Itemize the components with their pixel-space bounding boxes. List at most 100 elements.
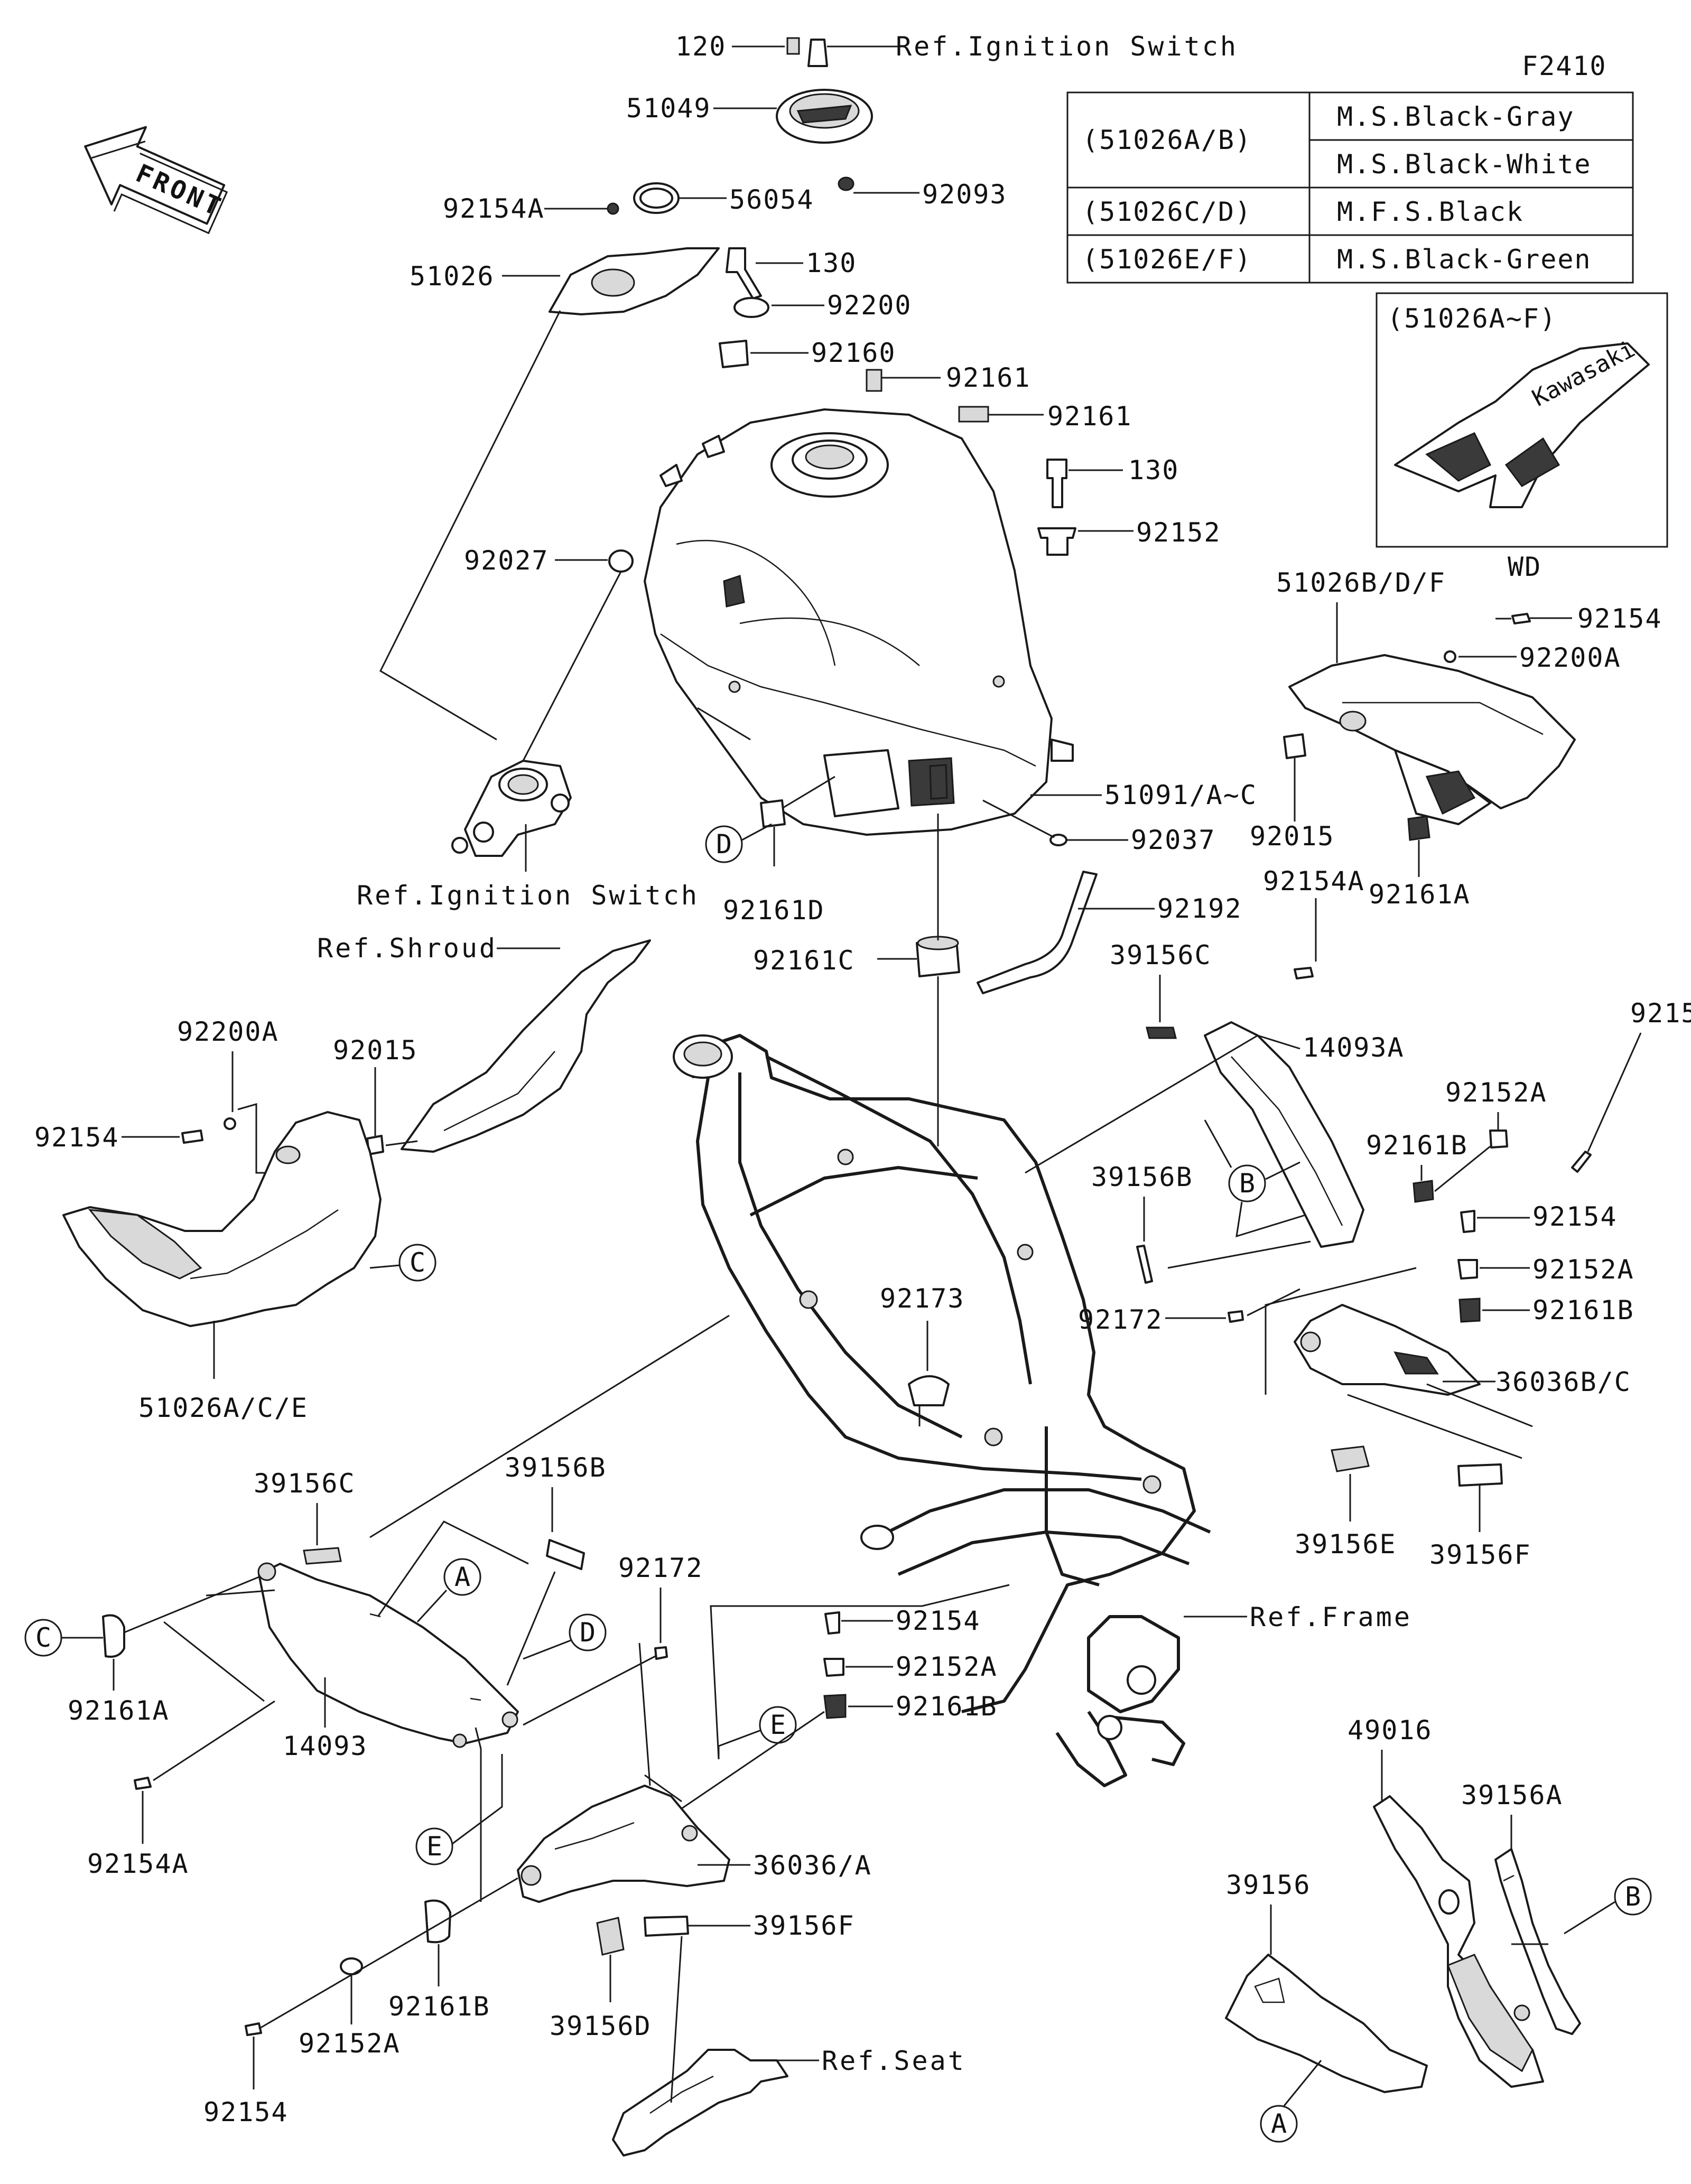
side-cover-14093 bbox=[258, 1563, 519, 1744]
inset-decal-box: (51026A~F) Kawasaki WD bbox=[1376, 292, 1668, 582]
pad-39156C bbox=[303, 1547, 342, 1565]
label-51091: 51091/A~C bbox=[1104, 780, 1257, 810]
label-92154: 92154 bbox=[203, 2097, 289, 2127]
collar-92015 bbox=[1283, 733, 1306, 759]
label-92154A: 92154A bbox=[443, 193, 545, 224]
callout-C-label: C bbox=[35, 1622, 52, 1653]
label-39156C: 39156C bbox=[1110, 940, 1212, 970]
label-39156F: 39156F bbox=[753, 1910, 855, 1941]
label-92015: 92015 bbox=[333, 1035, 418, 1066]
label-92152A: 92152A bbox=[896, 1651, 998, 1682]
inset-caption: WD bbox=[1508, 552, 1541, 582]
label-92161C: 92161C bbox=[753, 945, 855, 976]
damper-92161B bbox=[1413, 1180, 1434, 1203]
color-table: (51026A/B) M.S.Black-Gray M.S.Black-Whit… bbox=[1066, 91, 1634, 284]
label-92172: 92172 bbox=[618, 1553, 703, 1583]
label-92154: 92154 bbox=[896, 1606, 981, 1636]
damper-92161D bbox=[760, 799, 786, 828]
front-arrow: FRONT bbox=[84, 126, 228, 235]
damper-92161B bbox=[823, 1694, 847, 1719]
callout-E bbox=[415, 1827, 453, 1865]
label-92161B: 92161B bbox=[388, 1991, 490, 2022]
label-92161A: 92161A bbox=[68, 1695, 170, 1726]
pad-39156B bbox=[546, 1539, 585, 1570]
damper-92161A bbox=[102, 1614, 125, 1658]
color-table-color: M.S.Black-Green bbox=[1337, 244, 1592, 275]
callout-C bbox=[398, 1244, 436, 1282]
label-56054: 56054 bbox=[729, 184, 814, 215]
label-92093: 92093 bbox=[922, 179, 1007, 210]
pad-39156F bbox=[1457, 1463, 1503, 1487]
ref-ignition-switch: Ref.Ignition Switch bbox=[896, 31, 1238, 62]
decal-graphic bbox=[1425, 432, 1560, 487]
callout-E-label: E bbox=[426, 1831, 443, 1862]
label-39156B: 39156B bbox=[1091, 1162, 1193, 1192]
screw-92172 bbox=[654, 1646, 668, 1660]
screw-92154A bbox=[134, 1777, 152, 1790]
pad-39156E bbox=[1331, 1445, 1370, 1472]
label-92161B: 92161B bbox=[896, 1691, 998, 1722]
fuel-tank bbox=[644, 408, 1074, 836]
label-49016: 49016 bbox=[1348, 1715, 1433, 1746]
color-table-code: (51026E/F) bbox=[1082, 244, 1252, 275]
label-130: 130 bbox=[1128, 455, 1179, 486]
washer-92200A bbox=[224, 1117, 236, 1130]
ref-ignition-switch: Ref.Ignition Switch bbox=[357, 880, 699, 911]
screw-92154A bbox=[607, 202, 619, 215]
clip-92161 bbox=[866, 369, 882, 392]
label-92161: 92161 bbox=[946, 362, 1031, 393]
label-92192: 92192 bbox=[1157, 893, 1242, 924]
pad-39156C bbox=[1146, 1026, 1177, 1039]
label-39156B: 39156B bbox=[505, 1452, 607, 1483]
screw-92154 bbox=[1511, 613, 1531, 624]
label-92173: 92173 bbox=[880, 1283, 965, 1314]
label-92161B: 92161B bbox=[1366, 1130, 1468, 1161]
callout-D-label: D bbox=[716, 829, 733, 860]
clamp-92173 bbox=[908, 1375, 950, 1406]
inset-title: (51026A~F) bbox=[1387, 303, 1557, 334]
grommet-92093 bbox=[838, 176, 854, 191]
pad-39156 bbox=[1225, 1954, 1428, 2093]
label-130: 130 bbox=[806, 248, 857, 278]
figure-code: F2410 bbox=[1522, 51, 1607, 81]
damper-92161B bbox=[1458, 1298, 1481, 1323]
label-51026: 51026 bbox=[410, 261, 495, 292]
label-92152A: 92152A bbox=[299, 2028, 401, 2059]
callout-A bbox=[1260, 2105, 1298, 2143]
label-92160: 92160 bbox=[811, 338, 896, 368]
label-14093A: 14093A bbox=[1303, 1032, 1405, 1063]
label-51026BDF: 51026B/D/F bbox=[1276, 567, 1446, 598]
screw-92154 bbox=[245, 2022, 262, 2036]
frame-ref bbox=[673, 1034, 1211, 1787]
bolt-130 bbox=[726, 247, 762, 300]
grommet-92027 bbox=[608, 549, 634, 573]
pad-39156D bbox=[596, 1917, 625, 1956]
callout-E bbox=[759, 1706, 797, 1744]
callout-C-label: C bbox=[410, 1247, 426, 1278]
color-table-code: (51026C/D) bbox=[1082, 197, 1252, 227]
damper-92161A bbox=[1407, 815, 1430, 841]
callout-D-label: D bbox=[580, 1617, 597, 1648]
screw-92154 bbox=[1460, 1210, 1475, 1233]
callout-A bbox=[443, 1558, 481, 1596]
label-39156C: 39156C bbox=[254, 1468, 356, 1499]
label-92161B: 92161B bbox=[1532, 1295, 1634, 1326]
bolt-120 bbox=[786, 37, 800, 55]
callout-B bbox=[1614, 1878, 1652, 1916]
label-51049: 51049 bbox=[626, 93, 711, 124]
label-36036A: 36036/A bbox=[753, 1850, 872, 1881]
collar-92152A bbox=[340, 1957, 363, 1975]
color-table-color: M.S.Black-Gray bbox=[1337, 101, 1574, 132]
screw-92154 bbox=[181, 1130, 203, 1144]
label-92154: 92154 bbox=[1532, 1201, 1618, 1232]
side-cover-51026BDF bbox=[1288, 654, 1576, 809]
label-39156F: 39156F bbox=[1429, 1539, 1531, 1570]
color-table-code: (51026A/B) bbox=[1082, 125, 1252, 155]
label-92172: 92172 bbox=[1078, 1304, 1163, 1335]
callout-B-label: B bbox=[1239, 1168, 1256, 1199]
color-table-color: M.S.Black-White bbox=[1337, 149, 1592, 180]
label-92037: 92037 bbox=[1131, 825, 1216, 855]
callout-E-label: E bbox=[770, 1710, 787, 1740]
hose-92192 bbox=[977, 871, 1098, 994]
screw-92154 bbox=[1571, 1151, 1592, 1173]
